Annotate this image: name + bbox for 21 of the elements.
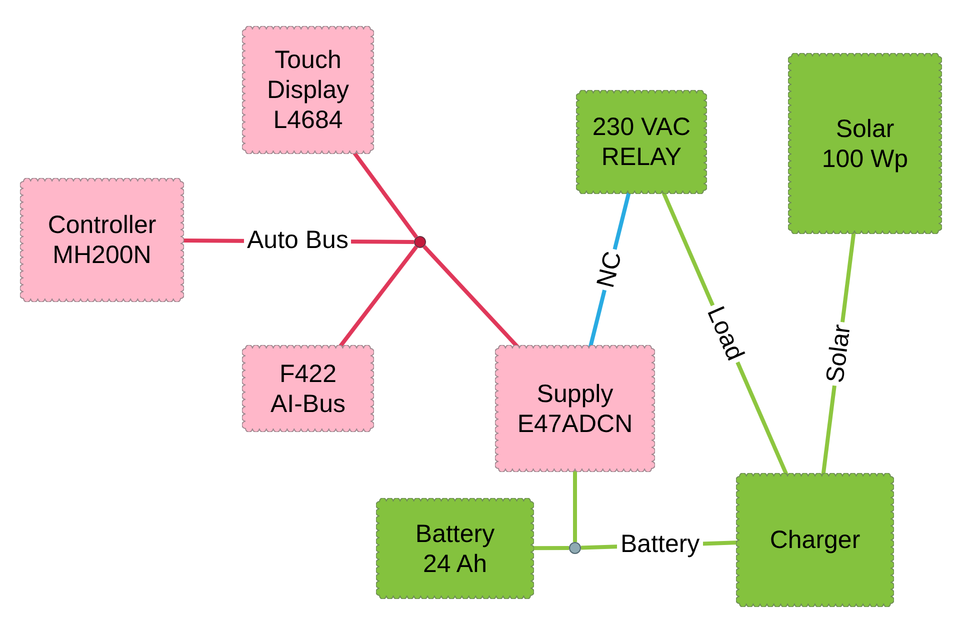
- node-label: Supply E47ADCN: [516, 378, 634, 438]
- node-label: F422 AI-Bus: [269, 358, 347, 418]
- connector-line: [422, 245, 520, 350]
- stamp-box: [242, 26, 374, 154]
- stamp-box: [376, 498, 534, 599]
- stamp-box: [736, 473, 894, 607]
- stamp-box: [20, 178, 184, 302]
- connector-line: [573, 469, 577, 542]
- node-label: Charger: [770, 525, 860, 555]
- stamp-box: [242, 345, 374, 432]
- node-label: Controller MH200N: [46, 210, 158, 270]
- node-label: 230 VAC RELAY: [591, 112, 692, 172]
- node-label: Solar 100 Wp: [820, 114, 910, 174]
- junction-dot: [414, 236, 426, 248]
- stamp-box: [788, 53, 942, 234]
- node-label: Battery 24 Ah: [414, 518, 496, 578]
- junction-dot: [569, 542, 581, 554]
- connector-line: [337, 246, 418, 350]
- node-label: Touch Display L4684: [266, 45, 350, 135]
- stamp-box: [495, 345, 655, 472]
- stamp-box: [576, 90, 707, 194]
